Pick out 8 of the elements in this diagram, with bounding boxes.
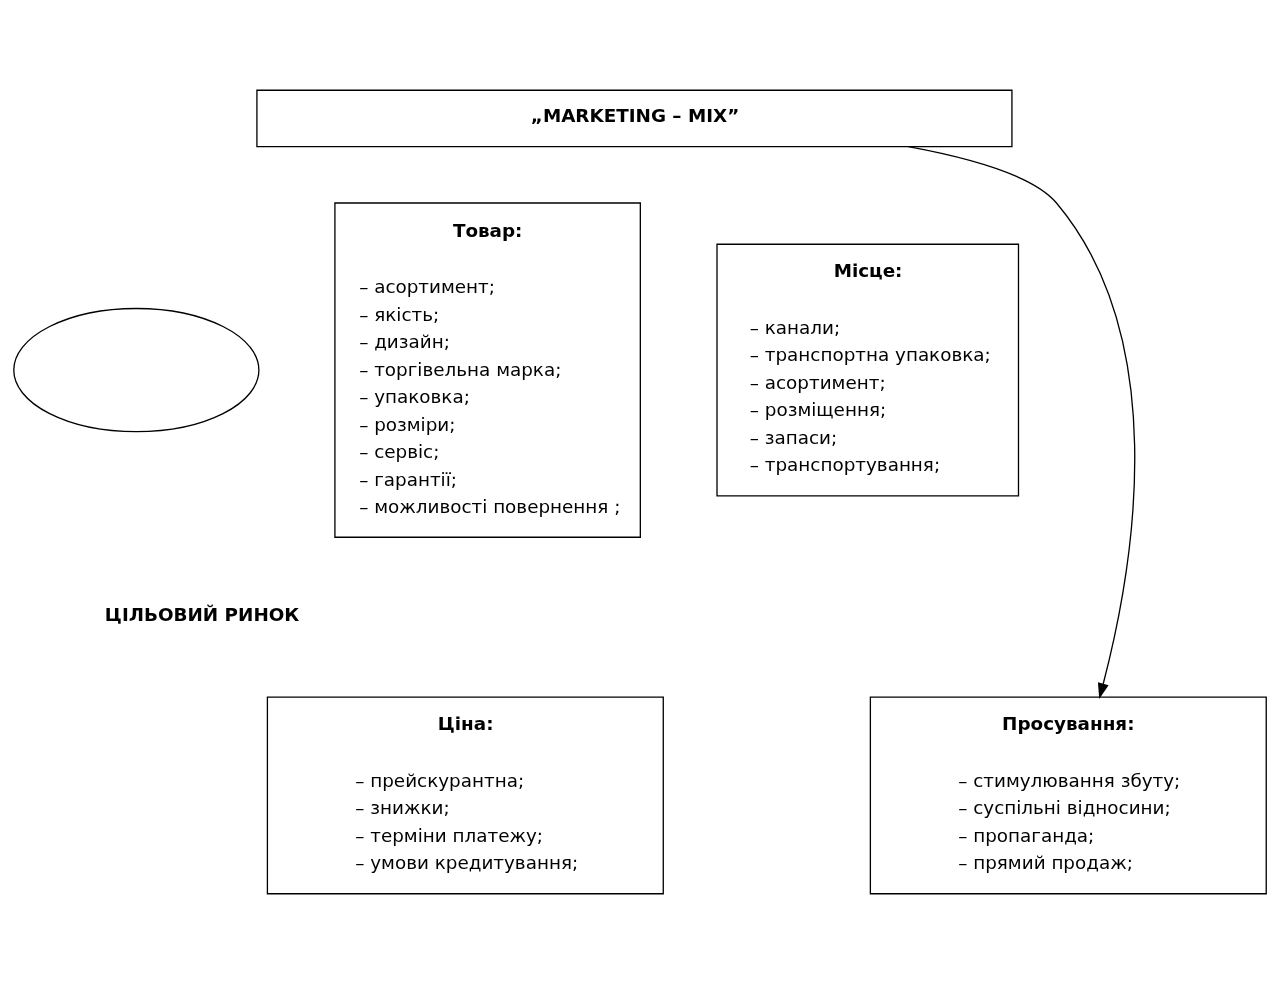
node-box: „MARKETING – MIX” <box>256 89 1013 147</box>
node-box: Товар: – асортимент; – якість; – дизайн; – торгівельна марка; – упаковка; – розміри; – сервіс; – гарантії; – можливості повернення ; <box>334 201 641 538</box>
node-box: Місце: – канали; – транспортна упаковка; – асортимент; – розміщення; – запаси; – транспортування; <box>716 243 1020 497</box>
node-ellipse <box>13 307 260 432</box>
node-box: Ціна: – прейскурантна; – знижки; – терміни платежу; – умови кредитування; <box>266 696 664 894</box>
arrow <box>907 145 1136 699</box>
node-box: Просування: – стимулювання збуту; – суспільні відносини; – пропаганда; – прямий продаж; <box>869 696 1267 894</box>
label: ЦІЛЬОВИЙ РИНОК <box>104 603 300 625</box>
